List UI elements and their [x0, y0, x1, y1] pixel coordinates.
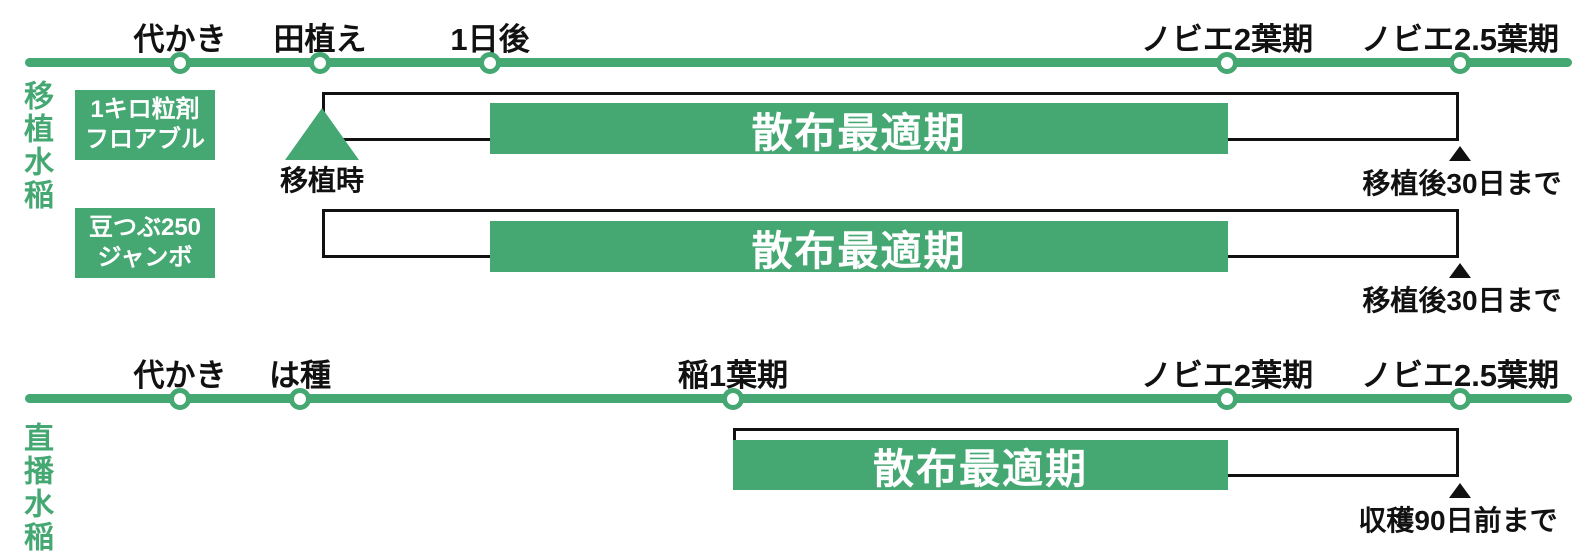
milestone-label-nobie2-bottom: ノビエ2葉期: [1140, 358, 1314, 393]
milestone-dot-taue: [309, 52, 331, 74]
milestone-label-shirokaki-bottom: 代かき: [133, 358, 227, 393]
milestone-label-nobie2-top: ノビエ2葉期: [1140, 22, 1314, 57]
end-marker-triangle-icon-row2: [1449, 263, 1471, 278]
product-name-line2: ジャンボ: [97, 244, 193, 271]
milestone-dot-nobie25-bottom: [1449, 388, 1471, 410]
optimal-period-label-row2: 散布最適期: [751, 227, 967, 274]
milestone-dot-hashu: [289, 388, 311, 410]
product-name-line1: 1キロ粒剤: [90, 96, 200, 123]
optimal-period-bar-row3: 散布最適期: [733, 440, 1228, 492]
section-label-direct-seeded: 直播水稲: [19, 422, 52, 554]
milestone-label-shirokaki-top: 代かき: [133, 22, 227, 57]
end-marker-label-row3: 収穫90日前まで: [1358, 505, 1558, 536]
optimal-period-bar-row2: 散布最適期: [490, 221, 1228, 274]
milestone-label-nobie25-bottom: ノビエ2.5葉期: [1360, 358, 1560, 393]
milestone-dot-shirokaki-bottom: [169, 388, 191, 410]
product-box-1kg-flowable: 1キロ粒剤 フロアブル: [75, 90, 215, 160]
milestone-dot-nobie25-top: [1449, 52, 1471, 74]
product-box-mametsubu250-jumbo: 豆つぶ250 ジャンボ: [75, 208, 215, 278]
end-marker-label-row2: 移植後30日まで: [1362, 285, 1562, 316]
end-marker-triangle-icon-row1: [1449, 146, 1471, 161]
milestone-label-ine1yoki: 稲1葉期: [677, 358, 789, 393]
product-name-line1: 豆つぶ250: [88, 214, 202, 241]
product-name-line2: フロアブル: [85, 126, 205, 153]
milestone-label-nobie25-top: ノビエ2.5葉期: [1360, 22, 1560, 57]
transplant-time-label: 移植時: [279, 165, 365, 196]
milestone-dot-shirokaki-top: [169, 52, 191, 74]
milestone-dot-one-day-after: [479, 52, 501, 74]
timeline-top: [25, 58, 1572, 67]
timeline-bottom: [25, 394, 1572, 403]
milestone-dot-nobie2-bottom: [1216, 388, 1238, 410]
optimal-period-bar-row1: 散布最適期: [490, 103, 1228, 156]
optimal-period-label-row1: 散布最適期: [751, 109, 967, 156]
milestone-label-one-day-after: 1日後: [450, 22, 530, 57]
optimal-period-label-row3: 散布最適期: [873, 446, 1088, 492]
milestone-dot-ine1yoki: [722, 388, 744, 410]
end-marker-label-row1: 移植後30日まで: [1362, 168, 1562, 199]
end-marker-triangle-icon-row3: [1449, 483, 1471, 498]
milestone-label-hashu: は種: [269, 358, 331, 393]
section-label-transplanted: 移植水稲: [19, 80, 52, 212]
milestone-label-taue: 田植え: [273, 22, 367, 57]
transplant-time-triangle-icon: [285, 108, 359, 160]
milestone-dot-nobie2-top: [1216, 52, 1238, 74]
